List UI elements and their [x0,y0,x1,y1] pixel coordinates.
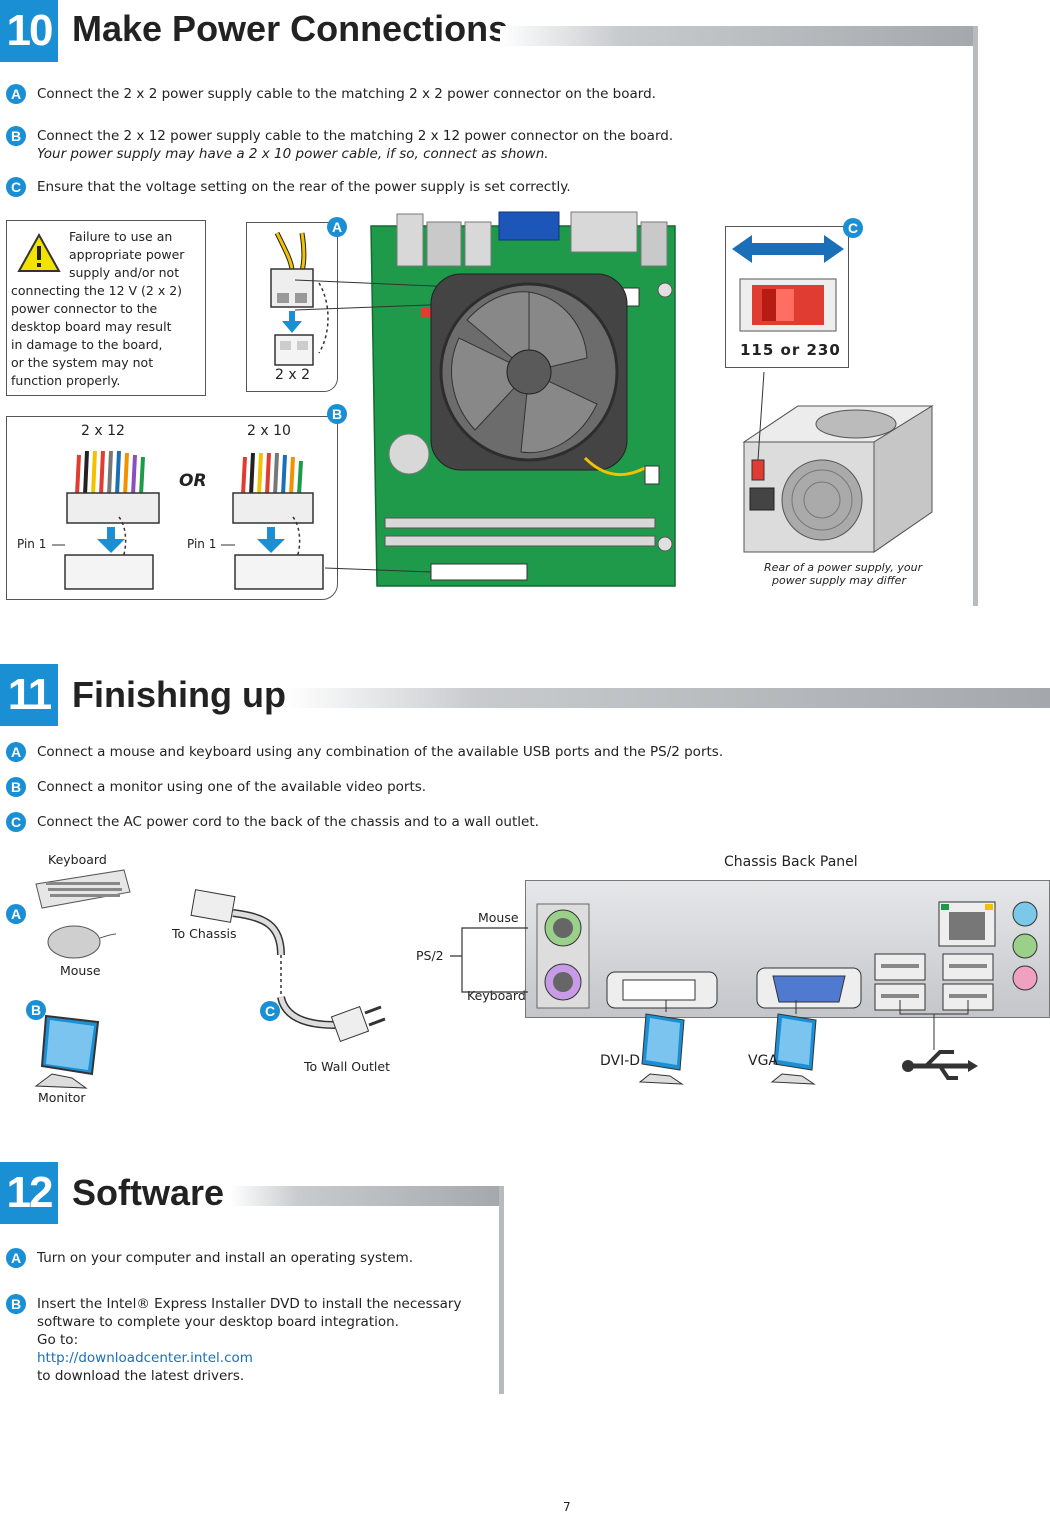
section-side-rule-12 [499,1186,504,1394]
warning-line: or the system may not [11,355,154,370]
label-or: OR [179,471,207,491]
step-text: Ensure that the voltage setting on the r… [37,179,571,195]
label-pin1: Pin 1 [187,537,217,551]
warning-line: desktop board may result [11,319,172,334]
warning-line: in damage to the board, [11,337,163,352]
label-2x2: 2 x 2 [275,367,310,383]
step-note: Your power supply may have a 2 x 10 powe… [37,146,549,162]
download-link[interactable]: http://downloadcenter.intel.com [37,1350,253,1366]
voltage-switch-box: 115 or 230 [725,226,849,368]
label-2x10: 2 x 10 [247,423,291,439]
step-badge-a: A [6,84,26,104]
psu-caption: Rear of a power supply, your power suppl… [764,561,923,587]
ps2-bracket [450,927,528,993]
keyboard-icon [35,869,131,909]
label-2x12: 2 x 12 [81,423,125,439]
step-badge-b: B [6,1294,26,1314]
label-dvid: DVI-D [600,1053,641,1069]
callout-b: B [26,1000,46,1020]
callout-a: A [6,904,26,924]
label-monitor: Monitor [38,1090,86,1105]
label-to-chassis: To Chassis [172,926,237,941]
connector-2x12-box: 2 x 12 2 x 10 OR Pin [6,416,338,600]
step-text: Connect a monitor using one of the avail… [37,779,427,795]
label-keyboard: Keyboard [48,852,107,867]
connector-2x2-box: 2 x 2 [246,222,338,392]
step-badge-c: C [6,812,26,832]
callout-b: B [327,404,347,424]
power-supply-icon [742,371,934,553]
back-panel-ports [536,901,1038,1011]
label-ps2: PS/2 [416,948,444,963]
label-to-wall: To Wall Outlet [304,1059,390,1074]
label-ps2-mouse: Mouse [478,910,519,925]
callout-a: A [327,217,347,237]
power-cord-icon [190,889,386,1042]
step-badge-b: B [6,126,26,146]
step-text: Insert the Intel® Express Installer DVD … [37,1295,461,1385]
section-divider-12 [230,1186,504,1206]
warning-line: Failure to use an [69,229,173,244]
step-line: Insert the Intel® Express Installer DVD … [37,1296,462,1312]
section-divider-10 [500,26,978,46]
monitor-icon [34,1014,100,1089]
section-divider-11 [286,688,1050,708]
step-text: Connect a mouse and keyboard using any c… [37,744,724,760]
callout-c: C [260,1001,280,1021]
step-main: Connect the 2 x 12 power supply cable to… [37,128,674,144]
label-pin1: Pin 1 [17,537,47,551]
mouse-icon [47,925,117,959]
page-number: 7 [563,1500,571,1514]
step-text: Connect the 2 x 12 power supply cable to… [37,127,673,163]
section-side-rule-10 [973,26,978,606]
warning-line: connecting the 12 V (2 x 2) [11,283,183,298]
step-line: Go to: [37,1332,79,1348]
label-vga: VGA [748,1053,779,1069]
warning-text: Failure to use an appropriate power supp… [11,228,207,390]
cable-2x12-icon [52,450,324,590]
warning-line: function properly. [11,373,121,388]
step-badge-b: B [6,777,26,797]
step-text: Turn on your computer and install an ope… [37,1250,414,1266]
label-chassis-back-panel: Chassis Back Panel [724,854,858,870]
motherboard-illustration [294,211,676,587]
cable-2x2-icon [270,231,329,366]
warning-line: supply and/or not [69,265,180,280]
section-title-finishing: Finishing up [72,674,286,715]
section-number-11: 11 [0,664,58,726]
warning-line: power connector to the [11,301,158,316]
warning-box: Failure to use an appropriate power supp… [6,220,206,396]
psu-caption-line: power supply may differ [772,574,906,587]
section-title-power: Make Power Connections [72,8,509,49]
section-title-software: Software [72,1172,225,1213]
warning-icon [17,232,61,272]
step-text: Connect the AC power cord to the back of… [37,814,539,830]
psu-caption-line: Rear of a power supply, your [764,561,923,574]
callout-c: C [843,218,863,238]
step-badge-a: A [6,742,26,762]
port-connectors [638,1000,978,1085]
label-mouse: Mouse [60,963,101,978]
step-line: to download the latest drivers. [37,1368,245,1384]
step-text: Connect the 2 x 2 power supply cable to … [37,86,656,102]
step-badge-a: A [6,1248,26,1268]
section-number-12: 12 [0,1162,58,1224]
step-badge-c: C [6,177,26,197]
voltage-label: 115 or 230 [740,341,841,359]
warning-line: appropriate power [69,247,185,262]
step-line: software to complete your desktop board … [37,1314,399,1330]
section-number-10: 10 [0,0,58,62]
voltage-switch-icon [732,235,844,332]
